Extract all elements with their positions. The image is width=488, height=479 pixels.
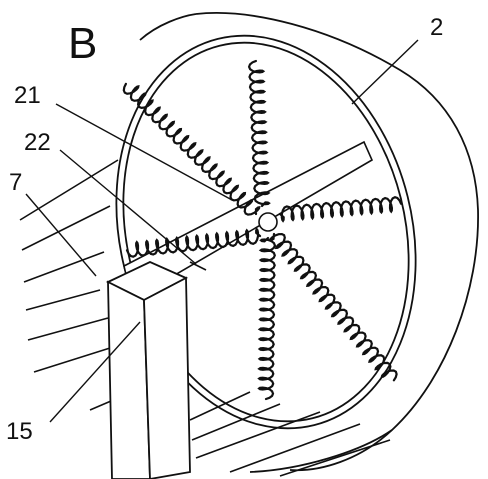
leader-lines — [25, 39, 419, 423]
coil-spring — [247, 59, 271, 208]
housing-slats — [19, 159, 391, 477]
label-part-2: 2 — [430, 14, 444, 41]
label-part-7: 7 — [9, 169, 23, 196]
slat-line — [23, 251, 105, 283]
coil-spring — [268, 232, 398, 382]
slat-line — [195, 411, 321, 459]
coil-spring — [122, 82, 261, 216]
leader-22 — [59, 149, 197, 265]
coil-spring — [278, 196, 403, 223]
leader-21 — [55, 103, 233, 201]
slat-line — [19, 159, 119, 221]
slat-line — [25, 289, 101, 311]
hub — [258, 212, 278, 232]
label-part-21: 21 — [14, 82, 41, 109]
view-label: B — [68, 19, 98, 68]
label-part-15: 15 — [6, 418, 33, 445]
slat-line — [189, 391, 251, 421]
leader-2 — [351, 39, 419, 105]
leader-7 — [25, 193, 97, 277]
slat-line — [27, 317, 109, 341]
coil-spring — [125, 227, 262, 258]
slat-line — [229, 423, 361, 473]
slat-line — [191, 403, 281, 441]
label-part-22: 22 — [24, 129, 51, 156]
drum-shell — [139, 12, 479, 473]
slat-line — [21, 205, 111, 251]
spring-group — [122, 59, 403, 401]
coil-spring — [257, 236, 277, 401]
leader-15 — [49, 321, 141, 423]
slat-line — [33, 347, 111, 373]
post — [105, 261, 191, 479]
